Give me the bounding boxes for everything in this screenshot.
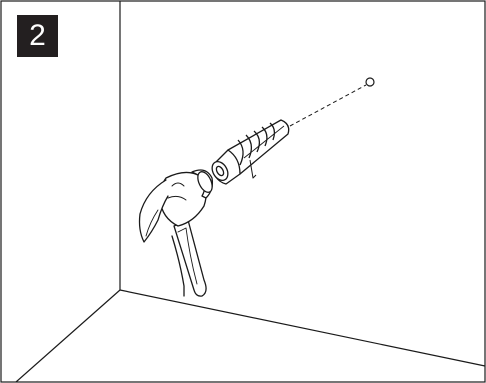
floor-left-edge bbox=[15, 289, 121, 383]
drill-hole-guide bbox=[289, 77, 375, 127]
dashed-guide-line bbox=[289, 84, 367, 127]
room-corner bbox=[15, 1, 486, 383]
hammer-handle bbox=[173, 219, 207, 297]
floor-right-edge bbox=[119, 289, 486, 367]
hammer-icon bbox=[138, 169, 214, 297]
hammer-claw bbox=[138, 179, 169, 243]
wall-anchor-icon bbox=[211, 119, 290, 185]
drill-hole-icon bbox=[365, 77, 375, 87]
step-number-badge: 2 bbox=[17, 15, 58, 57]
